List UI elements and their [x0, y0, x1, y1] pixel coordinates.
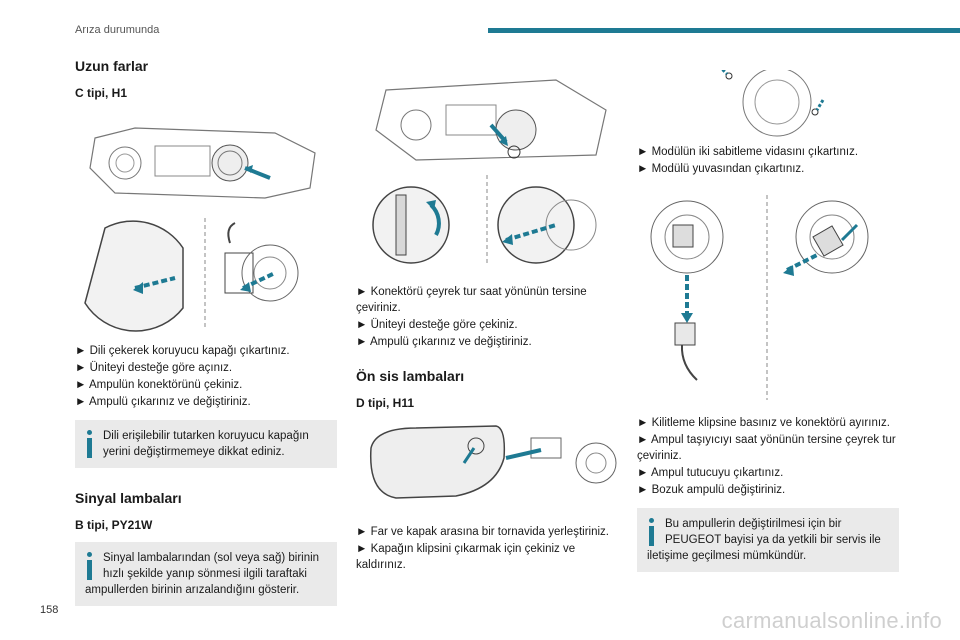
illustration-fog-module-screws	[720, 70, 825, 137]
info-note-text: Bu ampullerin değiştirilmesi için bir PE…	[647, 518, 881, 562]
header-accent-bar	[488, 28, 960, 33]
steps-connector: Konektörü çeyrek tur saat yönünün tersin…	[356, 284, 618, 350]
step-item: Modülün iki sabitleme vidasını çıkartını…	[637, 144, 899, 160]
step-item: Ampulü çıkarınız ve değiştiriniz.	[356, 334, 618, 350]
steps-fog-module: Modülün iki sabitleme vidasını çıkartını…	[637, 144, 899, 177]
step-item: Dili çekerek koruyucu kapağı çıkartınız.	[75, 343, 337, 359]
step-item: Ampulü çıkarınız ve değiştiriniz.	[75, 394, 337, 410]
step-item: Modülü yuvasından çıkartınız.	[637, 161, 899, 177]
illustration-cover-removal	[84, 218, 299, 332]
section-title: Arıza durumunda	[75, 24, 160, 36]
info-note-dealer: Bu ampullerin değiştirilmesi için bir PE…	[637, 508, 899, 572]
heading-high-beam: Uzun farlar	[75, 58, 149, 74]
heading-fog-lamps: Ön sis lambaları	[356, 368, 465, 384]
info-note-cover: Dili erişilebilir tutarken koruyucu kapa…	[75, 420, 337, 468]
illustration-headlamp-rear	[89, 127, 316, 199]
step-item: Ampul tutucuyu çıkartınız.	[637, 465, 899, 481]
subheading-type-b: B tipi, PY21W	[75, 518, 153, 532]
steps-fog-cover: Far ve kapak arasına bir tornavida yerle…	[356, 524, 618, 573]
steps-fog-bulb: Kilitleme klipsine basınız ve konektörü …	[637, 415, 899, 498]
illustration-fog-lamp-cover	[369, 425, 617, 499]
illustration-connector-rotation	[372, 175, 597, 265]
info-icon	[85, 552, 95, 580]
step-item: Kilitleme klipsine basınız ve konektörü …	[637, 415, 899, 431]
heading-turn-signals: Sinyal lambaları	[75, 490, 182, 506]
step-item: Üniteyi desteğe göre açınız.	[75, 360, 337, 376]
info-icon	[85, 430, 95, 458]
column-3: Modülün iki sabitleme vidasını çıkartını…	[637, 70, 899, 572]
subheading-type-c: C tipi, H1	[75, 86, 128, 100]
step-item: Kapağın klipsini çıkarmak için çekiniz v…	[356, 541, 618, 573]
illustration-fog-bulb-removal	[650, 195, 869, 400]
steps-high-beam: Dili çekerek koruyucu kapağı çıkartınız.…	[75, 343, 337, 410]
info-note-text: Sinyal lambalarından (sol veya sağ) biri…	[85, 552, 320, 596]
step-item: Far ve kapak arasına bir tornavida yerle…	[356, 524, 618, 540]
column-1: Uzun farlar C tipi, H1 Dili çekerek koru…	[75, 58, 337, 606]
step-item: Ampulün konektörünü çekiniz.	[75, 377, 337, 393]
step-item: Ampul taşıyıcıyı saat yönünün tersine çe…	[637, 432, 899, 464]
column-2: Konektörü çeyrek tur saat yönünün tersin…	[356, 70, 618, 574]
step-item: Bozuk ampulü değiştiriniz.	[637, 482, 899, 498]
info-note-text: Dili erişilebilir tutarken koruyucu kapa…	[103, 430, 309, 458]
page-number: 158	[40, 604, 59, 616]
step-item: Üniteyi desteğe göre çekiniz.	[356, 317, 618, 333]
subheading-type-d: D tipi, H11	[356, 396, 415, 410]
watermark: carmanualsonline.info	[721, 608, 942, 633]
info-note-signal: Sinyal lambalarından (sol veya sağ) biri…	[75, 542, 337, 606]
step-item: Konektörü çeyrek tur saat yönünün tersin…	[356, 284, 618, 316]
info-icon	[647, 518, 657, 546]
illustration-headlamp-connector	[375, 79, 607, 161]
